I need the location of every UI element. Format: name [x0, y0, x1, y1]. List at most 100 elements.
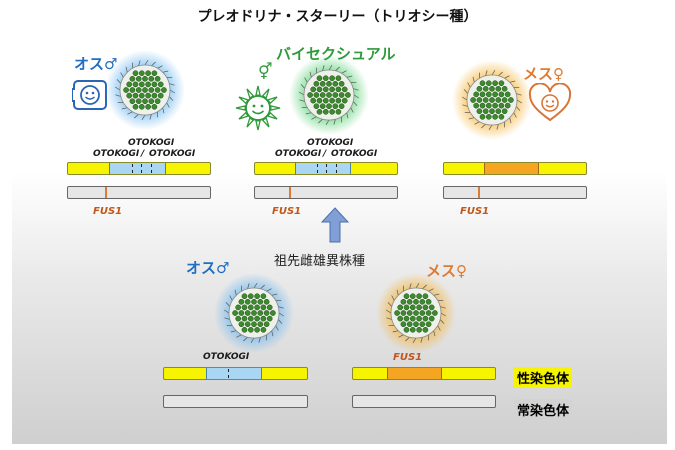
somatic-cell [135, 75, 142, 82]
somatic-cell [326, 80, 332, 87]
otokogi-segment [206, 368, 262, 379]
somatic-cell [473, 91, 480, 98]
somatic-cell [413, 321, 419, 328]
sun-ray [255, 85, 261, 96]
somatic-cell [142, 98, 148, 105]
somatic-cell [313, 80, 320, 87]
flagellum [304, 77, 308, 83]
bottom-female-fus1-label: FUS1 [393, 352, 423, 363]
somatic-cell [238, 321, 245, 328]
top-female-autosome [443, 186, 587, 199]
flagellum [437, 325, 441, 331]
ancestor-label: 祖先雌雄異株種 [274, 254, 366, 269]
somatic-cell [422, 315, 429, 322]
somatic-cell [129, 75, 136, 82]
flagellum [243, 336, 248, 342]
somatic-cell [142, 87, 148, 93]
bisexual-label: バイセクシュアル [276, 45, 396, 63]
flagellum [127, 111, 133, 115]
flagellum [225, 302, 231, 307]
somatic-cell [260, 315, 267, 322]
somatic-cell [341, 97, 348, 104]
bisexual-otokogi-left: OTOKOGI [275, 149, 322, 159]
flagellum [353, 94, 360, 99]
up-arrow [321, 207, 349, 243]
somatic-cell [254, 304, 260, 311]
flagellum [258, 337, 261, 343]
flagellum [149, 114, 152, 120]
flagellum [230, 330, 237, 333]
flagellum [386, 317, 392, 320]
somatic-cell [482, 85, 489, 92]
eye [252, 104, 256, 108]
somatic-cell [413, 310, 419, 316]
somatic-cell [260, 326, 267, 333]
top-male-cell [105, 50, 185, 130]
somatic-cell [482, 97, 489, 103]
legend-sex-chromosome: 性染色体 [514, 367, 573, 388]
somatic-cell [145, 81, 151, 88]
fus1-tick [289, 187, 291, 198]
flagellum [134, 113, 139, 119]
somatic-cell [479, 91, 486, 98]
somatic-cell [235, 304, 242, 311]
sun-ray [270, 105, 281, 111]
somatic-cell [492, 91, 498, 98]
somatic-cell [254, 326, 260, 333]
marker [132, 164, 133, 173]
flagellum [299, 99, 305, 102]
somatic-cell [241, 315, 248, 322]
flagellum [157, 65, 163, 69]
top-male-sex-chromosome [67, 162, 211, 175]
somatic-cell [406, 310, 413, 316]
somatic-cell [332, 92, 339, 98]
bisexual-otokogi-slash: / [323, 149, 327, 159]
flagellum [253, 282, 258, 289]
top-male-label: オス♂ [74, 55, 118, 73]
somatic-cell [501, 97, 508, 103]
flagellum [114, 86, 121, 91]
otokogi-segment [295, 163, 351, 174]
flagellum [392, 330, 399, 333]
bisexual-otokogi-right: OTOKOGI [331, 149, 378, 159]
flagellum [420, 337, 423, 343]
flagellum [504, 75, 510, 79]
somatic-cell [416, 304, 422, 311]
somatic-cell [154, 87, 161, 93]
somatic-cell [322, 86, 329, 93]
flagellum [346, 75, 353, 78]
fus1-segment [484, 163, 539, 174]
somatic-cell [266, 315, 273, 322]
somatic-cell [145, 103, 151, 110]
flagellum [278, 312, 285, 317]
somatic-cell [485, 91, 492, 98]
flagellum [496, 124, 499, 130]
top-male-otokogi-slash: / [141, 149, 145, 159]
somatic-cell [123, 87, 129, 93]
somatic-cell [403, 326, 410, 333]
somatic-cell [345, 92, 351, 98]
flagellum [121, 107, 128, 110]
flagellum [278, 306, 284, 309]
somatic-cell [482, 108, 489, 115]
flagellum [298, 91, 305, 96]
somatic-cell [126, 81, 133, 88]
flagellum [169, 83, 175, 86]
marker [141, 164, 142, 173]
bottom-male-otokogi-label: OTOKOGI [203, 352, 250, 362]
somatic-cell [319, 80, 326, 87]
somatic-cell [425, 310, 432, 316]
somatic-cell [403, 315, 410, 322]
somatic-cell [319, 92, 326, 98]
flagellum [168, 96, 174, 101]
somatic-cell [232, 310, 238, 316]
flagellum [341, 70, 347, 74]
bottom-male-cell [214, 273, 294, 353]
flagellum [440, 306, 446, 309]
diagram-title: プレオドリナ・スターリー（トリオシー種） [197, 9, 478, 25]
bisexual-otokogi-upper: OTOKOGI [307, 138, 354, 148]
somatic-cell [425, 298, 432, 305]
top-female-label: メス♀ [523, 65, 564, 83]
flagellum [440, 312, 447, 317]
